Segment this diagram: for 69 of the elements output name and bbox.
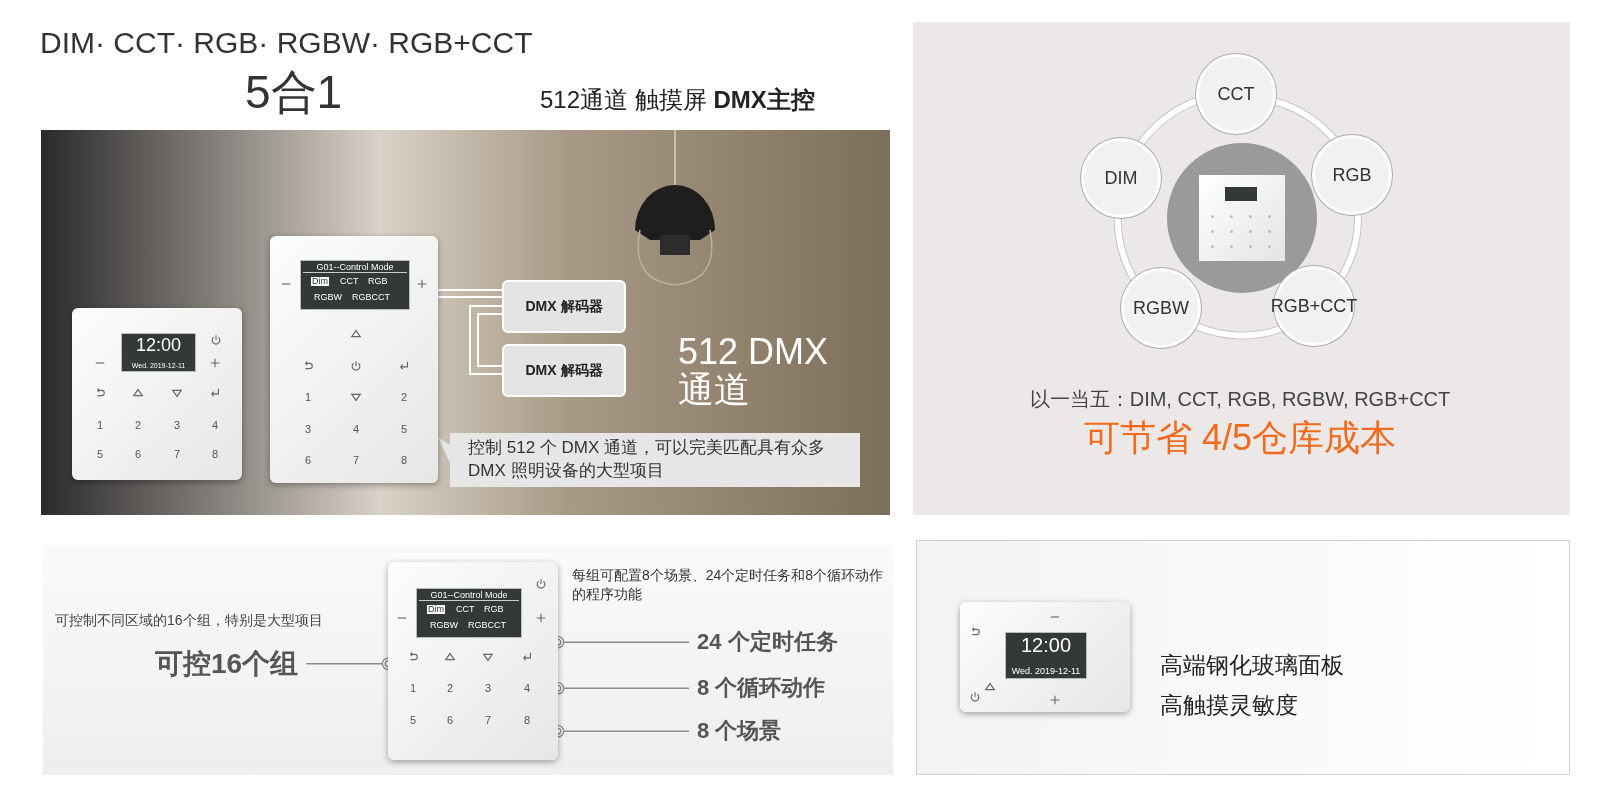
keypad-digit: 3	[484, 682, 492, 694]
keypad-digit: 8	[211, 448, 219, 460]
control-panel	[388, 562, 558, 760]
note: 可控制不同区域的16个组，特别是大型项目	[55, 612, 323, 630]
keypad-digit: 2	[400, 391, 408, 403]
clock-time: 12:00	[134, 336, 182, 354]
decoder-box: DMX 解码器	[502, 344, 626, 397]
screen-text: CCT	[339, 277, 360, 286]
title: DIM· CCT· RGB· RGBW· RGB+CCT	[40, 26, 533, 60]
connector-line	[437, 289, 503, 298]
screen-text: RGB	[367, 277, 389, 286]
keypad-digit: 6	[134, 448, 142, 460]
feature-text: 高触摸灵敏度	[1160, 691, 1298, 720]
keypad-digit: 7	[352, 454, 360, 466]
ring-connector	[1338, 214, 1361, 279]
feature-label: 24 个定时任务	[697, 629, 838, 656]
feature-label: 8 个场景	[697, 718, 782, 745]
screen-text: RGBW	[429, 621, 459, 630]
keypad-digit: 6	[304, 454, 312, 466]
callout-pointer	[438, 437, 450, 463]
keypad-digit: 3	[304, 423, 312, 435]
keypad-digit: 7	[484, 714, 492, 726]
keypad-digit: 4	[523, 682, 531, 694]
channel-caption: 512 DMX 通道	[678, 333, 830, 409]
control-panel	[960, 602, 1130, 712]
feature-label: 8 个循环动作	[697, 675, 826, 702]
keypad-digit: 2	[446, 682, 454, 694]
keypad-digit: 6	[446, 714, 454, 726]
callout-box: 控制 512 个 DMX 通道，可以完美匹配具有众多 DMX 照明设备的大型项目	[450, 433, 860, 487]
screen-heading: G01--Control Mode	[303, 263, 407, 273]
screen-text: RGBW	[313, 293, 343, 302]
decoder-box: DMX 解码器	[502, 280, 626, 333]
subtitle: 512通道 触摸屏 DMX主控	[540, 85, 815, 115]
keypad-digit: 1	[96, 419, 104, 431]
ring-connector	[1114, 218, 1137, 281]
subtitle: 5合1	[245, 65, 343, 120]
control-panel	[270, 236, 438, 483]
note: 每组可配置8个场景、24个定时任务和8个循环动作的程序功能	[572, 566, 885, 604]
connector-line	[469, 305, 503, 375]
highlight-caption: 可节省 4/5仓库成本	[1082, 416, 1397, 460]
keypad-digit: 1	[409, 682, 417, 694]
keypad-digit: 8	[523, 714, 531, 726]
keypad-digit: 3	[173, 419, 181, 431]
keypad-digit: 7	[173, 448, 181, 460]
screen-text: CCT	[455, 605, 476, 614]
keypad-digit: 1	[304, 391, 312, 403]
feature-text: 高端钢化玻璃面板	[1160, 651, 1344, 680]
keypad-digit: 5	[400, 423, 408, 435]
ring-connector	[1196, 323, 1283, 339]
ring-connector	[1274, 98, 1337, 142]
screen-text: RGBCCT	[467, 621, 507, 630]
screen-heading: G01--Control Mode	[419, 591, 519, 601]
selected-mode-text: Dim	[311, 277, 329, 286]
control-panel	[72, 308, 242, 480]
control-panel-drawing	[1199, 175, 1285, 261]
screen-text: RGB	[483, 605, 505, 614]
caption: 以一当五：DIM, CCT, RGB, RGBW, RGB+CCT	[1028, 387, 1452, 412]
keypad-digit: 5	[409, 714, 417, 726]
clock-time: 12:00	[1019, 635, 1073, 655]
keypad-digit: 4	[211, 419, 219, 431]
screen-text: RGBCCT	[351, 293, 391, 302]
keypad-digit: 5	[96, 448, 104, 460]
keypad-digit: 8	[400, 454, 408, 466]
keypad-digit: 2	[134, 419, 142, 431]
date-text: Wed. 2019-12-11	[1010, 667, 1082, 676]
ring-connector	[1138, 97, 1199, 146]
feature-label: 可控16个组	[155, 647, 299, 681]
selected-mode-text: Dim	[427, 605, 445, 614]
keypad-digit: 4	[352, 423, 360, 435]
